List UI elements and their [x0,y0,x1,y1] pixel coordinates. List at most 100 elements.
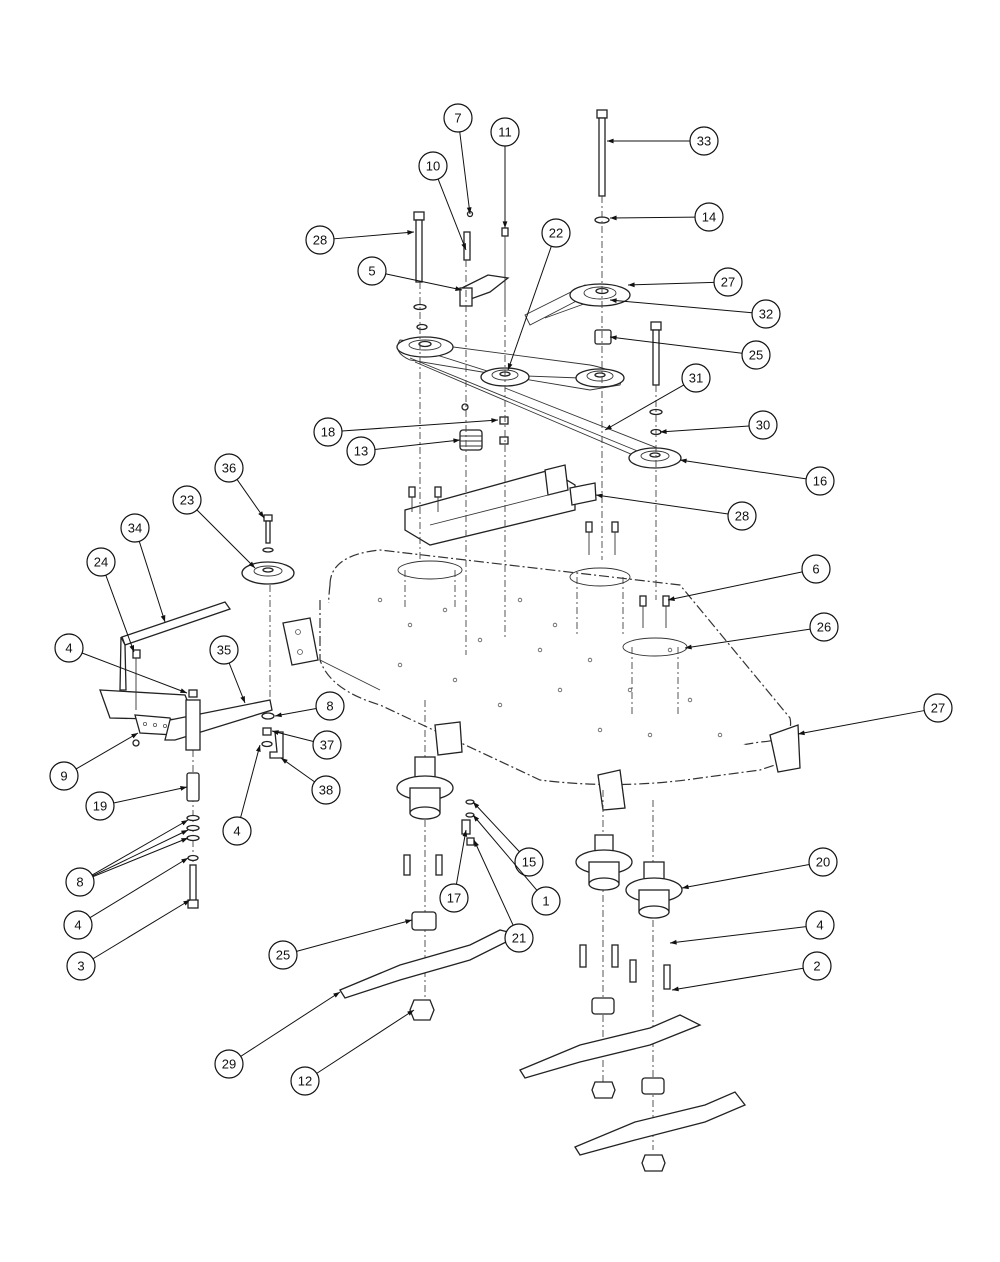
callout-circle [172,485,202,515]
idler-pulley-left [396,336,454,358]
leader-line [684,628,811,649]
leader-line [271,730,314,743]
leader-arrowhead [605,424,612,430]
leader-line [92,829,189,877]
leader-line [89,857,189,919]
callout-number: 9 [60,769,67,784]
callout-number: 11 [498,125,512,140]
leader-arrowhead [258,511,264,518]
leader-line [92,899,191,960]
leader-line [91,819,189,876]
callout-circle [531,886,561,916]
callout-number: 37 [320,738,334,753]
mower-deck [282,549,801,811]
callout-25: 25 [268,940,298,970]
callout-4: 4 [222,816,252,846]
leader-arrowhead [596,493,603,499]
callout-circle [805,910,835,940]
callout-circle [268,940,298,970]
callout-circle [346,436,376,466]
tension-spring [459,429,483,451]
callout-27: 27 [713,267,743,297]
callout-number: 4 [816,918,823,933]
callout-circle [727,501,757,531]
leader-line [236,479,265,519]
callout-circle [805,466,835,496]
callout-circle [120,513,150,543]
leader-line [595,494,729,515]
leader-line [507,246,552,371]
leader-arrowhead [183,900,190,906]
leader-line [374,439,461,450]
leader-arrowhead [453,438,460,444]
callout-34: 34 [120,513,150,543]
callout-circle [514,847,544,877]
callout-number: 4 [74,918,81,933]
spindle-assemblies [396,756,683,990]
leader-line [472,814,538,891]
callout-circle [357,256,387,286]
callout-number: 27 [721,275,735,290]
leader-arrowhead [610,215,617,221]
leader-arrowhead [281,758,288,764]
leader-line [240,744,261,818]
callout-37: 37 [312,730,342,760]
leader-line [228,662,246,704]
leader-line [659,425,750,433]
leader-arrowhead [502,221,508,228]
leader-arrowhead [181,820,188,826]
callout-23: 23 [172,485,202,515]
leader-arrowhead [131,733,138,739]
leader-arrowhead [682,884,689,890]
callout-26: 26 [809,612,839,642]
leader-arrowhead [180,688,187,693]
leader-arrowhead [129,645,134,652]
leader-line [681,864,810,889]
callout-circle [490,117,520,147]
callout-number: 27 [931,701,945,716]
callout-number: 1 [542,894,549,909]
leader-arrowhead [407,230,414,235]
leader-line [604,384,685,431]
callout-number: 28 [313,233,327,248]
callout-4: 4 [805,910,835,940]
callout-number: 19 [93,799,107,814]
callout-number: 28 [735,509,749,524]
callout-number: 32 [759,307,773,322]
callout-circle [504,923,534,953]
leader-arrowhead [461,243,466,250]
leader-arrowhead [255,745,261,752]
callout-number: 34 [128,521,142,536]
callout-circle [748,410,778,440]
callout-number: 8 [76,875,83,890]
callout-number: 25 [276,948,290,963]
callout-11: 11 [490,117,520,147]
leader-arrowhead [405,919,412,925]
leader-arrowhead [466,207,472,214]
leader-line [113,786,188,804]
callout-4: 4 [63,910,93,940]
callout-number: 22 [549,226,563,241]
callout-circle [313,417,343,447]
leader-arrowhead [507,363,513,370]
leader-line [679,459,807,480]
callout-36: 36 [214,453,244,483]
callout-12: 12 [290,1066,320,1096]
top-pulley [524,283,631,326]
callout-number: 18 [321,425,335,440]
leader-arrowhead [181,858,188,864]
leader-line [627,281,715,286]
callout-2: 2 [802,951,832,981]
leader-line [296,919,413,952]
leader-arrowhead [628,282,635,288]
callout-number: 38 [319,783,333,798]
leader-arrowhead [610,298,617,303]
leader-line [75,732,139,770]
callout-number: 31 [689,371,703,386]
callout-18: 18 [313,417,343,447]
callout-circle [802,951,832,981]
callout-circle [66,951,96,981]
leader-arrowhead [672,986,679,992]
leader-line [609,299,753,314]
